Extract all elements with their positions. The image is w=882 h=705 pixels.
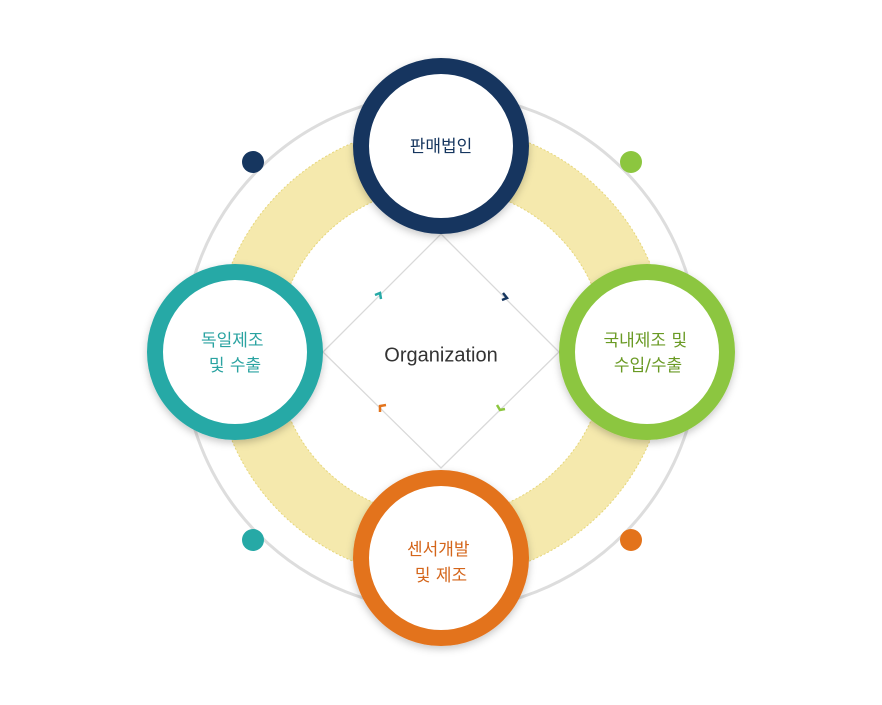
node-top-label: 판매법인 [410, 137, 473, 157]
node-left-line-2: 및 수출 [209, 356, 261, 376]
node-right-line-2: 수입/수출 [614, 356, 682, 376]
node-bottom-line-1: 센서개발 [407, 540, 470, 560]
node-right: 국내제조 및 수입/수출 [559, 264, 735, 440]
node-top-ring [353, 58, 529, 234]
node-left: 독일제조 및 수출 [147, 264, 323, 440]
arrow-mark-top-left [374, 291, 383, 300]
dot-bottom-right [620, 529, 642, 551]
node-left-line-1: 독일제조 [201, 331, 264, 351]
connector-diamond [322, 233, 560, 469]
node-top-line-1: 판매법인 [410, 137, 473, 157]
node-right-label: 국내제조 및 수입/수출 [603, 331, 692, 376]
node-left-ring [147, 264, 323, 440]
node-right-line-1: 국내제조 및 [603, 331, 687, 351]
node-bottom-ring [353, 470, 529, 646]
node-bottom-label: 센서개발 및 제조 [407, 540, 475, 586]
dot-top-right [620, 151, 642, 173]
node-right-ring [559, 264, 735, 440]
node-top: 판매법인 [353, 58, 529, 234]
arrow-mark-top-right [501, 292, 510, 302]
dot-bottom-left [242, 529, 264, 551]
inner-disc [277, 188, 605, 516]
center-label: Organization [384, 344, 497, 366]
arrow-mark-bottom-left [378, 403, 387, 412]
arrow-mark-bottom-right [495, 404, 506, 412]
dot-top-left [242, 151, 264, 173]
node-bottom: 센서개발 및 제조 [353, 470, 529, 646]
node-left-label: 독일제조 및 수출 [201, 331, 269, 376]
node-bottom-line-2: 및 제조 [415, 566, 467, 586]
